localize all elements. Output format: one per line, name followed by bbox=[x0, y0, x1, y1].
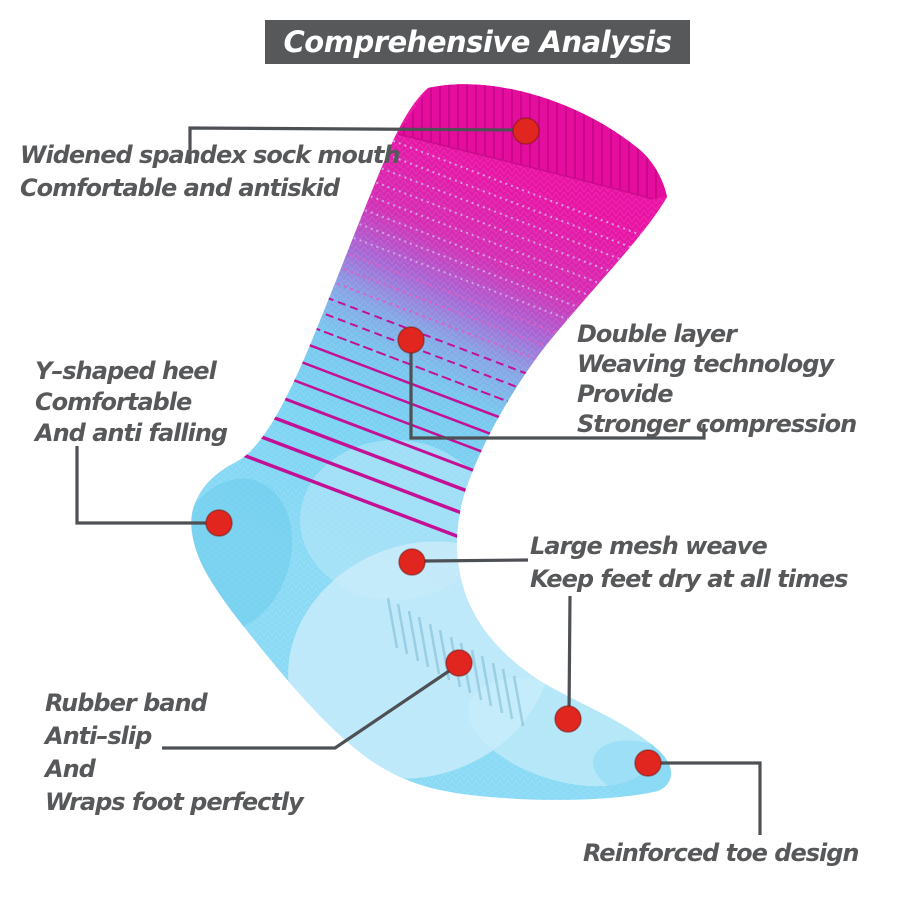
marker-dot-foot-mesh bbox=[554, 705, 582, 733]
connector-mesh-b bbox=[567, 595, 572, 716]
callout-line: Wraps foot perfectly bbox=[45, 788, 304, 816]
callout-double-layer: Double layer Weaving technology Provide … bbox=[577, 319, 857, 439]
callout-toe: Reinforced toe design bbox=[583, 837, 860, 870]
title-banner: Comprehensive Analysis bbox=[265, 20, 690, 64]
marker-dot-heel bbox=[205, 509, 233, 537]
callout-line: Y–shaped heel bbox=[35, 357, 217, 385]
callout-line: Reinforced toe design bbox=[583, 839, 860, 867]
callout-heel: Y–shaped heel Comfortable And anti falli… bbox=[35, 356, 228, 449]
callout-mesh: Large mesh weave Keep feet dry at all ti… bbox=[530, 530, 849, 596]
callout-line: Provide bbox=[577, 380, 674, 408]
connector-double-layer bbox=[409, 352, 706, 440]
callout-rubber-band: Rubber band Anti–slip And Wraps foot per… bbox=[45, 687, 304, 819]
callout-line: Comfortable and antiskid bbox=[20, 174, 340, 202]
callout-line: Anti–slip bbox=[45, 722, 152, 750]
callout-line: Weaving technology bbox=[577, 350, 834, 378]
marker-dot-rubber-band bbox=[445, 649, 473, 677]
callout-sock-mouth: Widened spandex sock mouth Comfortable a… bbox=[20, 139, 401, 205]
callout-line: Rubber band bbox=[45, 689, 208, 717]
connector-rubber-band bbox=[162, 665, 456, 750]
callout-line: Large mesh weave bbox=[530, 532, 768, 560]
callout-line: And anti falling bbox=[35, 419, 228, 447]
callout-line: Double layer bbox=[577, 320, 737, 348]
connector-toe bbox=[660, 761, 762, 835]
connector-sock-mouth bbox=[188, 126, 524, 164]
connector-mesh-a bbox=[423, 558, 529, 563]
callout-line: And bbox=[45, 755, 96, 783]
page-title: Comprehensive Analysis bbox=[283, 25, 672, 59]
marker-dot-sock-mouth bbox=[512, 117, 540, 145]
callout-line: Widened spandex sock mouth bbox=[20, 141, 401, 169]
callout-line: Keep feet dry at all times bbox=[530, 565, 849, 593]
marker-dot-mesh bbox=[398, 548, 426, 576]
callout-line: Comfortable bbox=[35, 388, 192, 416]
callout-line: Stronger compression bbox=[577, 410, 857, 438]
connector-heel bbox=[75, 446, 208, 525]
marker-dot-toe bbox=[634, 749, 662, 777]
marker-dot-double-layer bbox=[397, 326, 425, 354]
